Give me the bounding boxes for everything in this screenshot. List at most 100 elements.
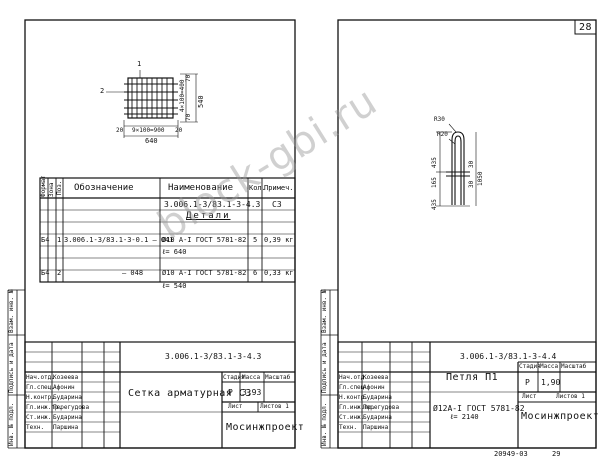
right-title-block-lines (337, 341, 597, 449)
spec-row-2-pos: 2 (57, 269, 62, 277)
spec-doc-ref: 3.006.1-3/83.1-3-4.3 (164, 200, 261, 209)
spec-table-lines (39, 177, 296, 283)
right-stamp-title: Петля П1 (446, 372, 499, 383)
loop-dim-30-top: 30 (468, 160, 475, 168)
spec-row-2-qty: 6 (253, 269, 258, 277)
left-side-label-vzam: Взам. инв. № (8, 289, 15, 333)
left-stamp-role-5: Ст.инж. (26, 414, 52, 421)
left-stamp-hdr-mass: Масса (242, 374, 261, 381)
left-stamp-title: Сетка арматурная С3 (128, 388, 252, 399)
loop-label-r30: R30 (434, 116, 445, 123)
right-stamp-hdr-stage: Стадия (519, 363, 541, 370)
right-stamp-code: 3.006.1-3/83.1-3-4.4 (460, 352, 557, 361)
right-side-label-sign: Подпись и дата (321, 342, 328, 393)
spec-section-title: Детали (186, 211, 231, 221)
left-stamp-stage: Р (228, 388, 233, 397)
mesh-dim-edge-left: 20 (116, 127, 124, 134)
mesh-dim-total-h: 540 (197, 95, 205, 108)
loop-dim-435-bot: 435 (431, 199, 438, 210)
spec-row-2-fmt: Б4 (41, 269, 50, 277)
left-stamp-name-1: Козеева (53, 374, 79, 381)
left-stamp-name-3: Бударина (53, 394, 82, 401)
spec-row-2-designation: — 048 (122, 269, 144, 277)
left-stamp-mass: 3,93 (242, 388, 262, 397)
spec-row-2-length: ℓ= 540 (162, 282, 187, 290)
right-stamp-sheets: Листов 1 (556, 393, 585, 400)
right-stamp-name-5: Бударина (363, 414, 392, 421)
spec-header-pos: Поз. (56, 180, 63, 195)
right-stamp-role-3: Н.контр. (339, 394, 368, 401)
spec-row-1-qty: 5 (253, 236, 258, 244)
right-stamp-name-4: Перегудова (363, 404, 400, 411)
left-side-label-sign: Подпись и дата (8, 342, 15, 393)
bottom-page: 29 (552, 450, 561, 458)
spec-header-format: Формат (40, 175, 47, 197)
left-title-block-lines (24, 341, 296, 449)
right-stamp-org: Мосинжпроект (521, 411, 600, 422)
left-stamp-hdr-scale: Масштаб (265, 374, 291, 381)
right-stamp-name-6: Паршина (363, 424, 389, 431)
spec-header-note: Примеч. (264, 184, 294, 192)
spec-row-1-length: ℓ= 640 (162, 248, 187, 256)
mesh-dim-h: 9×100=900 (132, 127, 165, 134)
spec-row-2-name: Ø10 А-I ГОСТ 5781-82 (162, 269, 247, 277)
page-number: 28 (579, 22, 593, 33)
right-stamp-length: ℓ= 2140 (450, 413, 479, 421)
left-stamp-name-4: Перегудова (53, 404, 90, 411)
loop-label-r20: R20 (437, 131, 448, 138)
right-side-label-vzam: Взам. инв. № (321, 289, 328, 333)
right-stamp-role-1: Нач.отд. (339, 374, 368, 381)
left-stamp-sheets: Листов 1 (260, 403, 289, 410)
spec-header-name: Наименование (168, 183, 234, 193)
loop-drawing (436, 123, 477, 207)
loop-dim-165: 165 (431, 177, 438, 188)
right-stamp-role-6: Техн. (339, 424, 358, 431)
spec-row-1-name: Ø10 А-I ГОСТ 5781-82 (162, 236, 247, 244)
left-stamp-org: Мосинжпроект (226, 422, 305, 433)
left-stamp-name-5: Бударина (53, 414, 82, 421)
mesh-dim-edge-top: 70 (185, 74, 192, 82)
right-stamp-role-5: Ст.инж. (339, 414, 365, 421)
right-stamp-name-1: Козеева (363, 374, 389, 381)
mesh-dim-edge-bot: 70 (185, 113, 192, 121)
mesh-drawing (106, 70, 198, 138)
left-stamp-name-2: Афонин (53, 384, 75, 391)
spec-row-1-note: 0,39 кг (264, 236, 294, 244)
right-stamp-role-4: Гл.инж.пр. (339, 404, 376, 411)
right-stamp-mass: 1,90 (541, 378, 561, 387)
mesh-label-pos-2: 2 (100, 87, 105, 95)
left-stamp-hdr-stage: Стадия (223, 374, 245, 381)
loop-dim-30-bot: 30 (468, 180, 475, 188)
spec-row-1-designation: 3.006.1-3/83.1-3-0.1 — 041 (64, 236, 174, 244)
left-stamp-role-6: Техн. (26, 424, 45, 431)
spec-header-designation: Обозначение (74, 183, 134, 193)
left-stamp-sheet: Лист (228, 403, 243, 410)
mesh-dim-edge-right: 20 (175, 127, 183, 134)
mesh-dim-total-w: 640 (145, 137, 158, 145)
right-stamp-name-3: Бударина (363, 394, 392, 401)
right-stamp-name-2: Афонин (363, 384, 385, 391)
mesh-dim-v: 4×100=400 (179, 79, 186, 112)
left-stamp-role-4: Гл.инж.пр. (26, 404, 63, 411)
left-stamp-role-1: Нач.отд. (26, 374, 55, 381)
left-stamp-code: 3.006.1-3/83.1-3-4.3 (165, 352, 262, 361)
spec-row-1-fmt: Б4 (41, 236, 50, 244)
loop-dim-1050: 1050 (477, 171, 484, 186)
spec-doc-format: С3 (272, 200, 282, 209)
right-stamp-hdr-mass: Масса (540, 363, 559, 370)
spec-row-1-pos: 1 (57, 236, 62, 244)
right-stamp-stage: Р (525, 378, 530, 387)
right-stamp-sheet: Лист (522, 393, 537, 400)
right-side-label-inv: Инв. № подл. (321, 402, 328, 446)
loop-dim-435-top: 435 (431, 157, 438, 168)
bottom-code: 20949-03 (494, 450, 528, 458)
spec-row-2-note: 0,33 кг (264, 269, 294, 277)
right-stamp-role-2: Гл.спец. (339, 384, 368, 391)
spec-header-zone: Зона (48, 182, 55, 197)
right-stamp-hdr-scale: Масштаб (561, 363, 587, 370)
left-stamp-name-6: Паршина (53, 424, 79, 431)
right-stamp-material: Ø12А-I ГОСТ 5781-82 (433, 404, 525, 413)
left-stamp-role-2: Гл.спец. (26, 384, 55, 391)
mesh-label-pos-1: 1 (137, 60, 142, 68)
